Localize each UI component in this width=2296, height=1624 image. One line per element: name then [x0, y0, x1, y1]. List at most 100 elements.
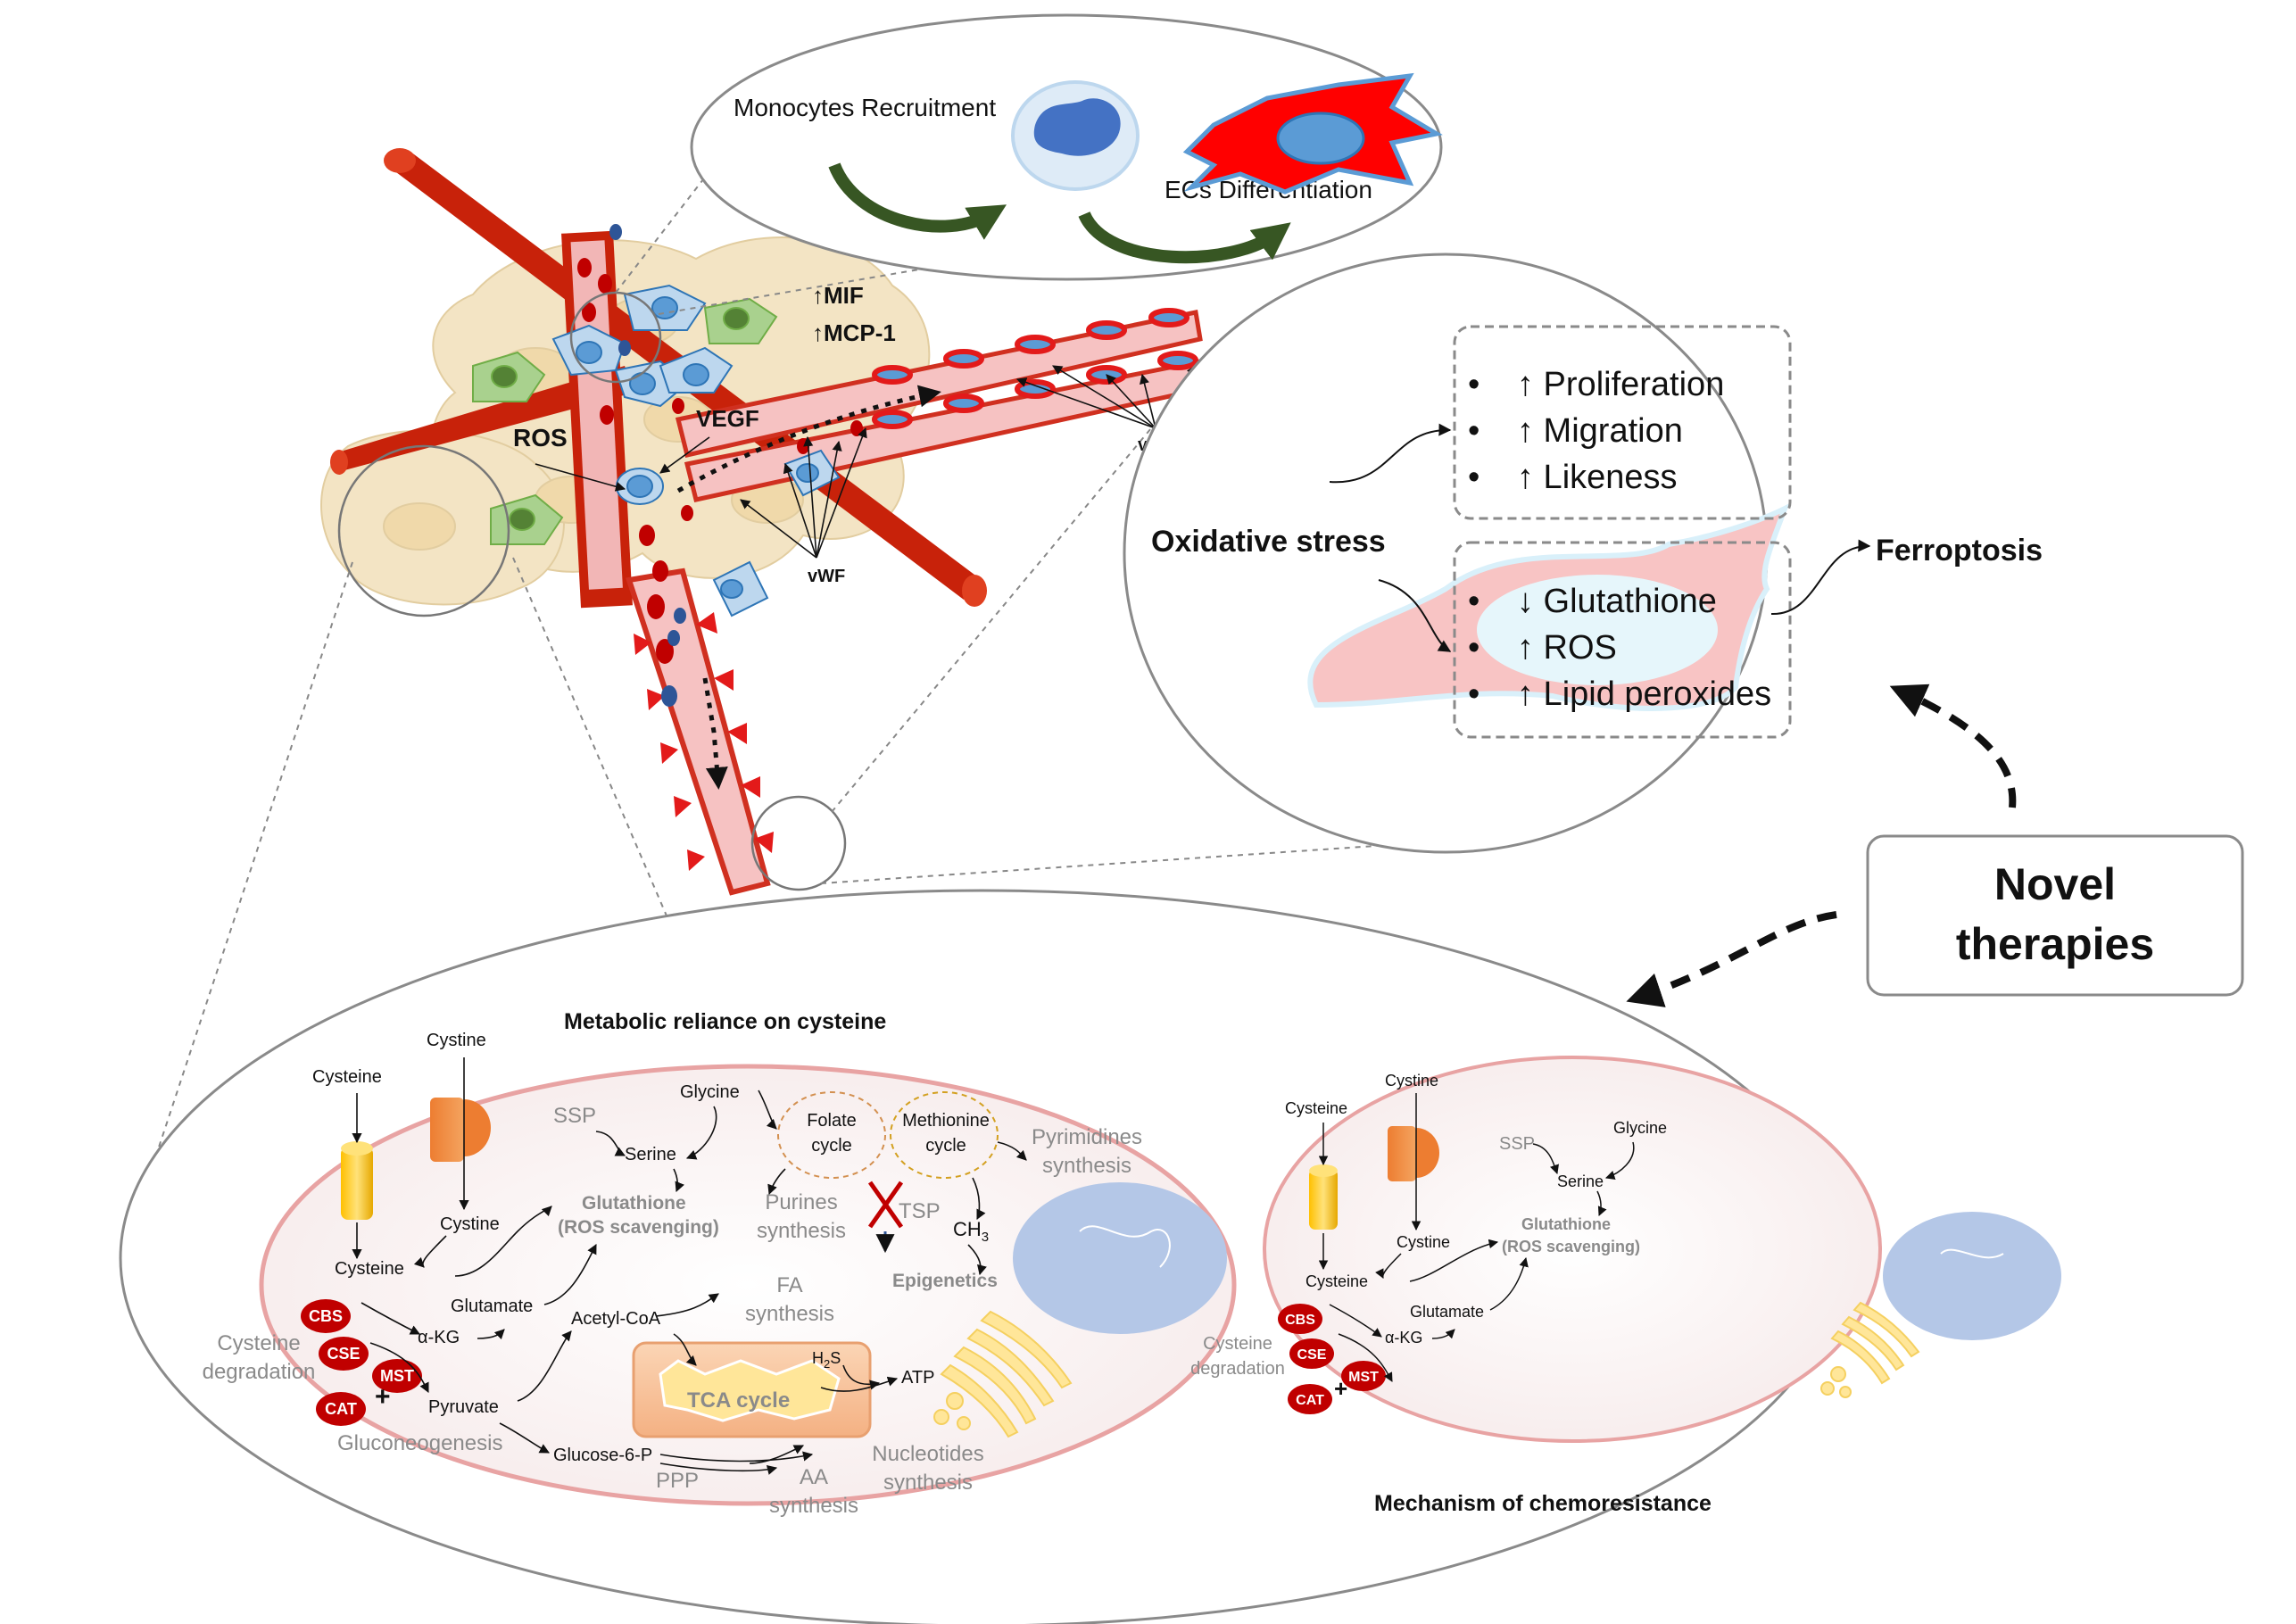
monocytes-recruitment-label: Monocytes Recruitment [734, 94, 996, 121]
bullet: • [1468, 412, 1480, 450]
metabolism-title: Metabolic reliance on cysteine [564, 1009, 886, 1034]
cell-right: Cysteine Cystine Cystine Cysteine SSP Se… [1190, 1056, 2061, 1443]
mcp1-label: ↑MCP-1 [812, 319, 896, 346]
label-nucleotides-line1: Nucleotides [872, 1442, 983, 1466]
label-h2s: H2S [812, 1349, 841, 1371]
label-purines-line2: synthesis [757, 1219, 846, 1243]
label-glutamate-right: Glutamate [1410, 1303, 1484, 1321]
enzyme-mst-right: MST [1348, 1370, 1379, 1385]
vegf-label: VEGF [696, 405, 759, 432]
sprouting-vessel-down [626, 568, 774, 896]
bullet: • [1468, 629, 1480, 667]
effects-box-lower [1453, 541, 1792, 739]
label-glucose6p: Glucose-6-P [553, 1446, 652, 1465]
methionine-cycle-line1: Methionine [902, 1111, 990, 1131]
label-pyruvate: Pyruvate [428, 1397, 499, 1417]
label-glycine: Glycine [680, 1082, 740, 1102]
label-serine: Serine [625, 1145, 676, 1164]
effect-lipid-peroxides: ↑ Lipid peroxides [1517, 675, 1771, 713]
label-glutathione-right: Glutathione [1521, 1215, 1611, 1233]
effect-ros: ↑ ROS [1517, 629, 1617, 667]
label-glutathione: Glutathione [582, 1193, 686, 1214]
mif-label: ↑MIF [812, 282, 864, 309]
cysteine-transporter [341, 1141, 373, 1220]
effects-box-upper [1453, 325, 1792, 520]
cancer-cell-nucleus [1477, 575, 1718, 685]
cystine-transporter-right [1388, 1126, 1439, 1181]
enzyme-cse: CSE [327, 1345, 360, 1363]
tca-mito [659, 1359, 841, 1422]
ros-label: ROS [513, 424, 568, 452]
oxidative-stress-label: Oxidative stress [1151, 525, 1386, 559]
inset-oxidative-stress: • ↑ Proliferation • ↑ Migration • ↑ Like… [1123, 253, 2043, 854]
label-ssp: SSP [553, 1104, 596, 1128]
endothelial-cell-differentiated [1182, 72, 1443, 195]
novel-therapies-box: Novel therapies [1626, 684, 2244, 1007]
folate-cycle-line1: Folate [807, 1111, 857, 1131]
methionine-cycle-line2: cycle [925, 1136, 966, 1156]
arrow-to-oxidative [1889, 684, 2017, 808]
label-pyrimidines-line2: synthesis [1042, 1154, 1131, 1178]
label-glycine-right: Glycine [1613, 1119, 1667, 1137]
folate-cycle-line2: cycle [811, 1136, 852, 1156]
label-glutamate: Glutamate [451, 1297, 533, 1316]
label-ch3-sub: 3 [982, 1230, 989, 1245]
label-cys-degradation-line1: Cysteine [217, 1331, 300, 1355]
label-cystine-inside: Cystine [440, 1214, 500, 1234]
label-cystine-outside: Cystine [427, 1031, 486, 1050]
label-cysteine-inside: Cysteine [335, 1259, 404, 1279]
enzyme-cbs: CBS [309, 1307, 343, 1325]
label-ch3-text: CH [953, 1218, 982, 1240]
chemoresistance-title: Mechanism of chemoresistance [1374, 1491, 1712, 1516]
label-cys-degradation-right-line2: degradation [1190, 1359, 1285, 1379]
label-cystine-outside-right: Cystine [1385, 1072, 1438, 1090]
label-cystine-inside-right: Cystine [1397, 1233, 1450, 1251]
cell-left: TCA cycle Folate cycle Methionine cycle … [203, 1031, 1237, 1518]
nucleus-right [1883, 1212, 2061, 1340]
effect-glutathione: ↓ Glutathione [1517, 583, 1717, 620]
effect-migration: ↑ Migration [1517, 412, 1683, 450]
folate-cycle-loop [777, 1091, 886, 1179]
label-serine-right: Serine [1557, 1172, 1604, 1190]
vessel-illustration: ↑MIF ↑MCP-1 ROS VEGF vWF vWF [142, 84, 1482, 1197]
label-cys-degradation-line2: degradation [203, 1360, 316, 1384]
label-h2s-text: H [812, 1349, 824, 1367]
arrow-to-metabolism [1626, 911, 1837, 1007]
novel-therapies-line1: Novel [1994, 859, 2116, 909]
vwf-label-lower: vWF [808, 567, 845, 586]
effect-likeness: ↑ Likeness [1517, 459, 1678, 496]
cystine-transporter [430, 1098, 491, 1162]
label-gluconeogenesis: Gluconeogenesis [337, 1431, 502, 1455]
pathway-arrows-left [352, 1057, 1027, 1475]
bullet: • [1468, 459, 1480, 496]
label-h2s-tail: S [830, 1349, 841, 1367]
label-ppp: PPP [656, 1469, 699, 1493]
enzyme-cbs-right: CBS [1285, 1313, 1315, 1328]
bullet: • [1468, 583, 1480, 620]
tca-cycle-label: TCA cycle [687, 1388, 790, 1413]
methionine-cycle-loop [890, 1091, 999, 1179]
label-aa-line2: synthesis [769, 1494, 858, 1518]
ferroptosis-label: Ferroptosis [1876, 534, 2043, 568]
pathway-arrows-right [1318, 1093, 1635, 1382]
oxidative-arrows [1329, 423, 1871, 652]
label-cys-degradation-right-line1: Cysteine [1203, 1334, 1272, 1354]
er-left [933, 1310, 1073, 1438]
label-cysteine-outside: Cysteine [312, 1067, 382, 1087]
enzyme-cat: CAT [325, 1400, 357, 1418]
bullet: • [1468, 675, 1480, 713]
novel-therapies-line2: therapies [1956, 919, 2154, 969]
enzyme-cat-right: CAT [1296, 1393, 1324, 1408]
green-arrows [828, 162, 1291, 264]
label-h2s-sub: 2 [824, 1357, 830, 1371]
label-nucleotides-line2: synthesis [883, 1471, 973, 1495]
label-ssp-right: SSP [1499, 1134, 1535, 1154]
endothelial-cells [551, 284, 841, 617]
cysteine-transporter-right [1309, 1164, 1338, 1230]
label-akg: α-KG [418, 1328, 460, 1347]
zoom-circles [337, 291, 847, 891]
monocyte-cell [1011, 80, 1140, 191]
effects-list-lower: • ↓ Glutathione • ↑ ROS • ↑ Lipid peroxi… [1468, 583, 1771, 713]
novel-therapies-frame [1866, 834, 2244, 997]
